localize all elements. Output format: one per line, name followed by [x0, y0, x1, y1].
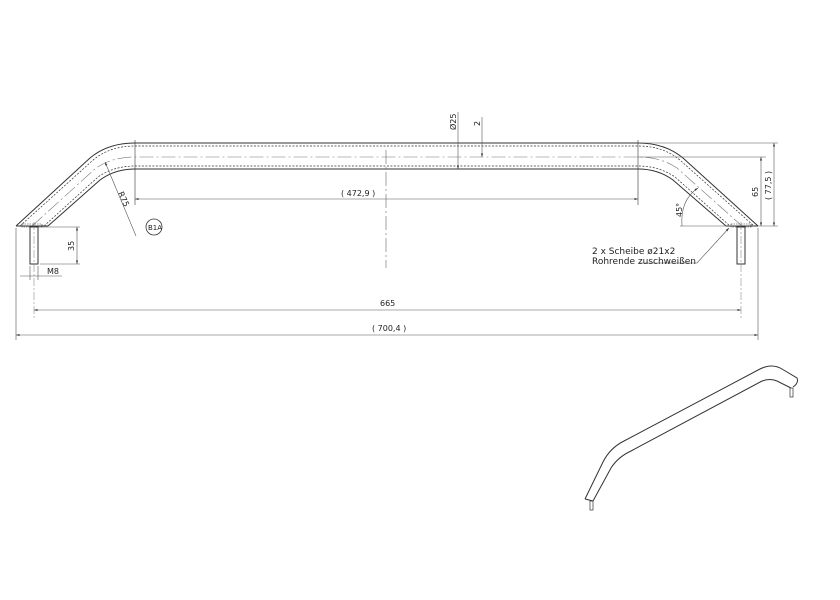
- dim-wall-label: 2: [473, 121, 482, 126]
- tube-wall-inner-hidden: [43, 165, 731, 227]
- tube-wall-outer-hidden: [19, 145, 755, 227]
- dim-radius-label: R75: [116, 190, 131, 208]
- dim-line-radius: [104, 161, 137, 237]
- note-leader: [640, 227, 730, 264]
- dim-pin-spacing-label: 665: [380, 299, 395, 308]
- dim-pin-length-label: 35: [67, 241, 76, 251]
- dim-height-overall-label: ( 77,5 ): [764, 171, 773, 200]
- note-weld: Rohrende zuschweißen: [592, 257, 696, 267]
- dim-thread-label: M8: [47, 267, 59, 276]
- tube-outer-edge: [15, 142, 759, 227]
- dim-arc-angle: [681, 187, 699, 227]
- detail-bubble: B1A: [145, 218, 163, 236]
- note-washer: 2 x Scheibe ø21x2: [592, 247, 675, 257]
- tube-centerline: [31, 156, 743, 227]
- dim-diameter-label: Ø25: [448, 114, 458, 130]
- threaded-pin-right: [736, 222, 746, 320]
- threaded-pin-left: [29, 222, 39, 320]
- svg-text:B1A: B1A: [148, 224, 162, 232]
- dim-straight-label: ( 472,9 ): [341, 189, 375, 198]
- tube-inner-edge: [47, 168, 727, 227]
- dim-overall-label: ( 700,4 ): [372, 324, 406, 333]
- dim-angle-label: 45°: [675, 203, 684, 217]
- dim-height-center-label: 65: [751, 187, 760, 197]
- handle-front-view: [15, 140, 759, 228]
- handle-isometric-view: [584, 365, 798, 511]
